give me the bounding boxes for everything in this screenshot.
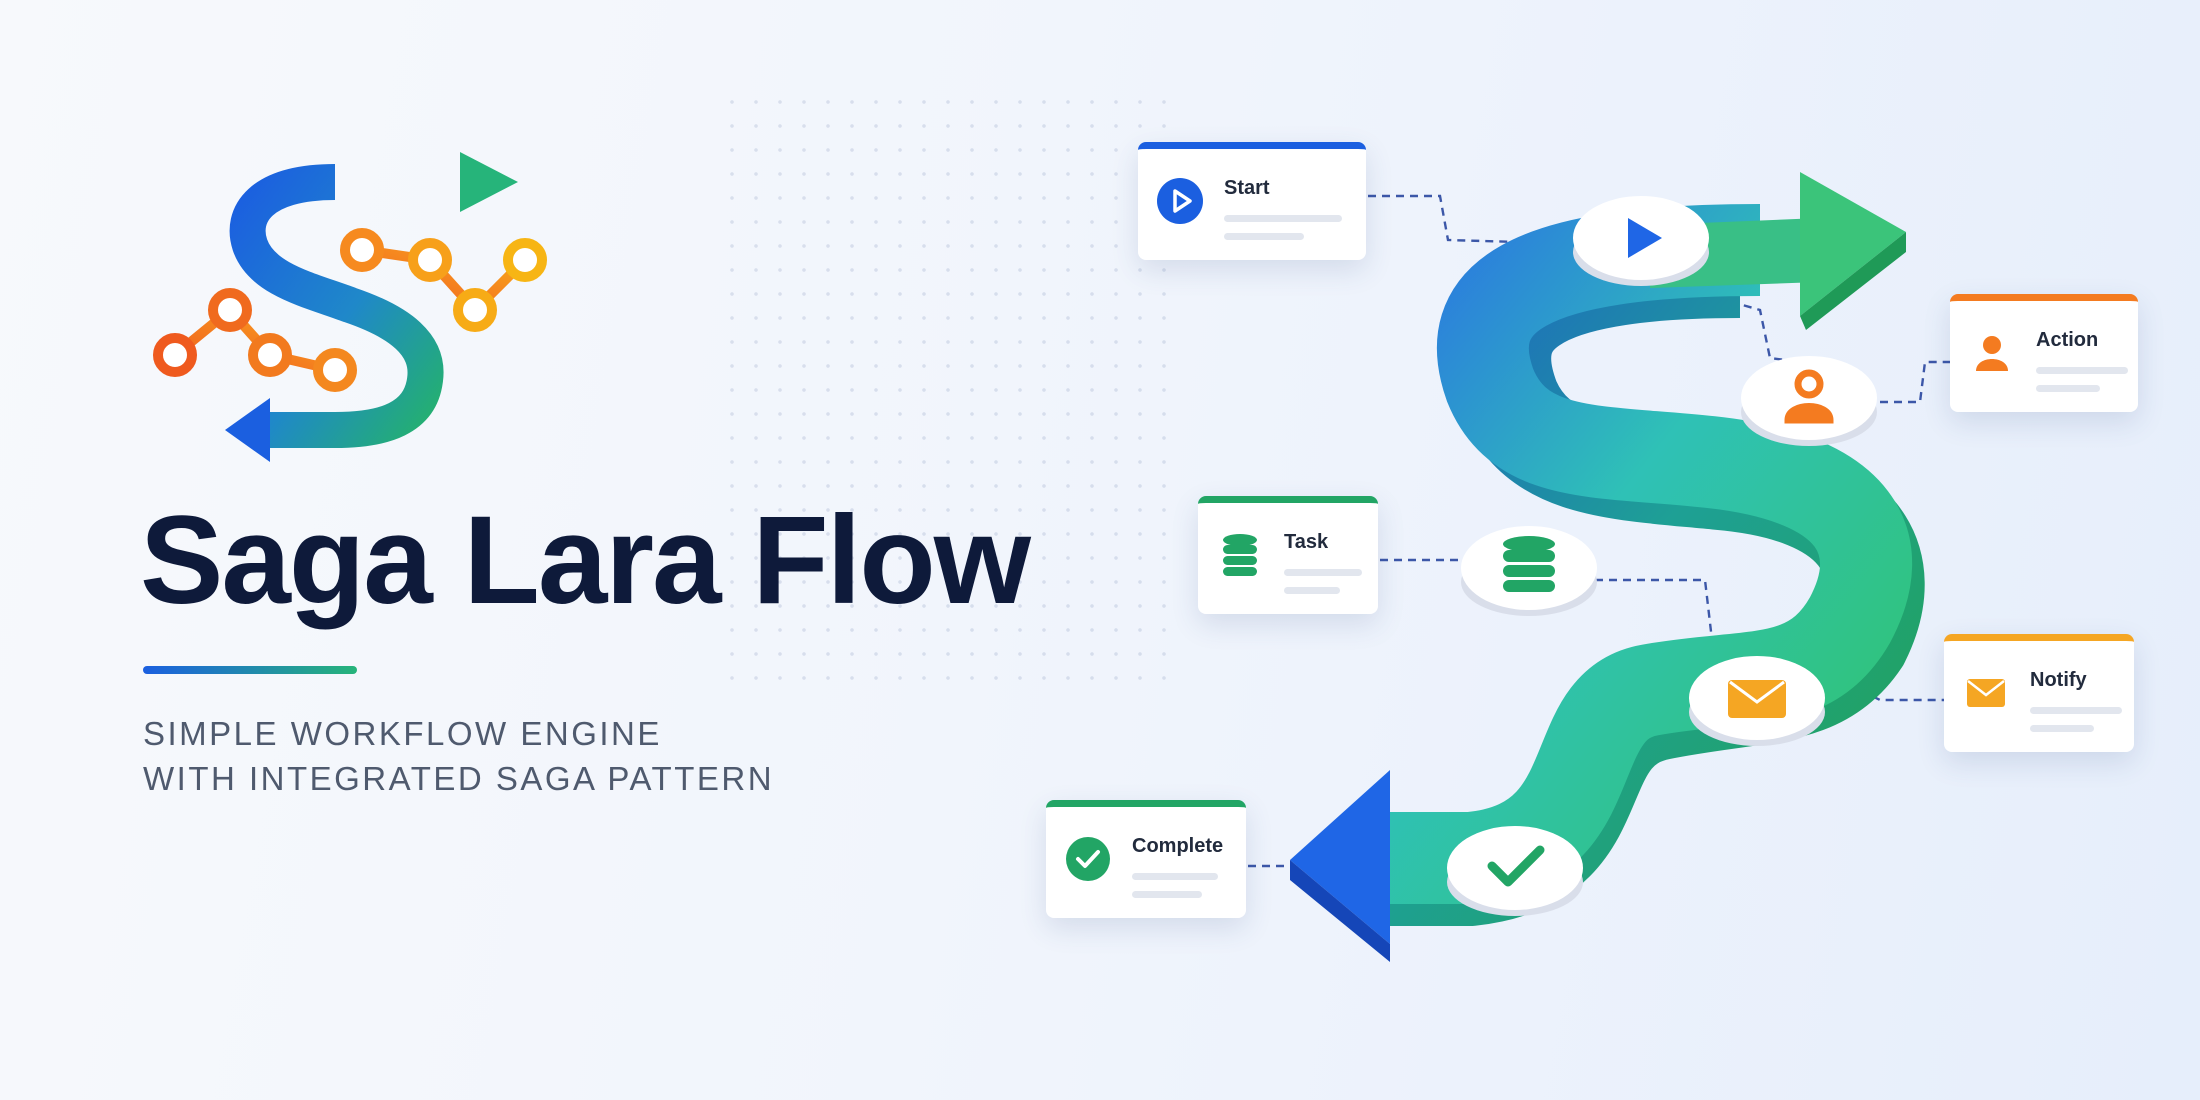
- placeholder-line: [2030, 725, 2094, 732]
- node-notify[interactable]: [1686, 650, 1828, 750]
- play-icon: [1157, 178, 1203, 224]
- card-label: Action: [2036, 329, 2099, 351]
- card-action[interactable]: Action: [1950, 294, 2138, 412]
- database-icon: [1223, 534, 1257, 576]
- placeholder-line: [2036, 367, 2128, 374]
- placeholder-line: [1284, 587, 1340, 594]
- node-action[interactable]: [1738, 350, 1880, 450]
- card-complete[interactable]: Complete: [1046, 800, 1246, 918]
- title-divider: [143, 666, 357, 674]
- node-complete[interactable]: [1444, 820, 1586, 920]
- placeholder-line: [1132, 873, 1218, 880]
- card-start[interactable]: Start: [1138, 142, 1366, 260]
- card-label: Notify: [2030, 669, 2087, 691]
- placeholder-line: [2036, 385, 2100, 392]
- tagline-line-1: SIMPLE WORKFLOW ENGINE: [143, 715, 662, 752]
- check-icon: [1487, 845, 1545, 887]
- logo-icon: [153, 152, 547, 462]
- node-start[interactable]: [1570, 190, 1712, 290]
- mail-icon: [1967, 679, 2005, 707]
- node-task[interactable]: [1458, 520, 1600, 620]
- placeholder-line: [1224, 215, 1342, 222]
- card-notify[interactable]: Notify: [1944, 634, 2134, 752]
- placeholder-line: [1224, 233, 1304, 240]
- check-icon: [1066, 837, 1110, 881]
- card-label: Start: [1224, 177, 1270, 199]
- placeholder-line: [2030, 707, 2122, 714]
- play-icon: [1628, 218, 1662, 258]
- card-task[interactable]: Task: [1198, 496, 1378, 614]
- user-icon: [1976, 336, 2008, 371]
- placeholder-line: [1132, 891, 1202, 898]
- tagline-line-2: WITH INTEGRATED SAGA PATTERN: [143, 760, 775, 797]
- placeholder-line: [1284, 569, 1362, 576]
- mail-icon: [1728, 680, 1786, 718]
- card-label: Task: [1284, 531, 1329, 553]
- database-icon: [1503, 536, 1555, 592]
- user-icon: [1784, 369, 1834, 424]
- page-title: Saga Lara Flow: [140, 491, 1031, 630]
- dot-grid-decoration: [720, 90, 1180, 690]
- card-label: Complete: [1132, 835, 1224, 857]
